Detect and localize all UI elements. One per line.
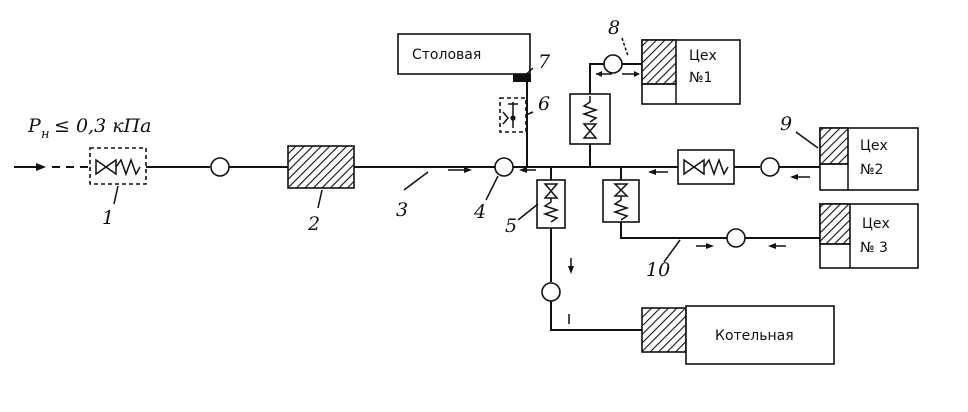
regulator-10	[602, 179, 640, 223]
boiler-label: Котельная	[715, 328, 794, 344]
callout-4: 4	[473, 201, 486, 223]
shop3-hatch	[819, 203, 851, 245]
node-4	[494, 157, 514, 177]
inlet-arrow-icon	[36, 163, 46, 171]
callout-3: 3	[396, 199, 408, 221]
pressure-symbol: P	[27, 115, 42, 137]
shop2-arrow-icon	[648, 169, 656, 175]
callout-5: 5	[505, 215, 517, 237]
boiler-building	[685, 305, 835, 365]
callout-6: 6	[538, 93, 550, 115]
pressure-subscript: н	[41, 127, 50, 142]
shop2-label-line2: №2	[860, 162, 883, 178]
boiler-down-arrow-icon	[568, 266, 574, 274]
shop1-label-line1: Цех	[689, 48, 717, 64]
canteen-label: Столовая	[412, 47, 481, 63]
meter-node-10	[726, 228, 746, 248]
canteen-building	[397, 33, 531, 75]
shop2-regulator	[677, 149, 735, 185]
shop2-hatch	[819, 127, 849, 165]
callout-7: 7	[538, 51, 551, 73]
regulator-5	[536, 179, 566, 229]
meter-node-8	[603, 54, 623, 74]
flow-arrow-left-icon	[519, 167, 527, 173]
shop1-branch	[589, 63, 604, 94]
shop2-label-line1: Цех	[860, 138, 888, 154]
meter-node-9	[760, 157, 780, 177]
boiler-hatch	[641, 307, 687, 353]
shop1-label-line2: №1	[689, 70, 712, 86]
pressure-condition: ≤ 0,3 кПа	[54, 115, 151, 137]
callout-8: 8	[608, 17, 620, 39]
callout-1: 1	[102, 207, 114, 229]
boiler-branch	[550, 301, 642, 331]
shop3-label-line2: № 3	[860, 240, 888, 256]
shop3-label-line1: Цех	[862, 216, 890, 232]
callout-9: 9	[780, 113, 792, 135]
shop1-arrow-icon	[634, 71, 640, 77]
pressure-regulator-1	[89, 147, 147, 185]
meter-node-a	[210, 157, 230, 177]
regulator-6	[499, 97, 527, 133]
filter-unit-2	[287, 145, 355, 189]
flow-arrow-icon	[464, 167, 472, 173]
shop1-hatch	[641, 39, 677, 85]
callout-10: 10	[646, 259, 670, 281]
shop3-arrow-icon	[706, 243, 714, 249]
meter-node-boiler	[541, 282, 561, 302]
shop3-branch	[620, 222, 727, 239]
callout-2: 2	[307, 213, 320, 235]
inlet-pipe	[14, 163, 90, 171]
inlet-pressure-formula: P н ≤ 0,3 кПа	[27, 115, 151, 142]
shop1-regulator	[569, 93, 611, 145]
